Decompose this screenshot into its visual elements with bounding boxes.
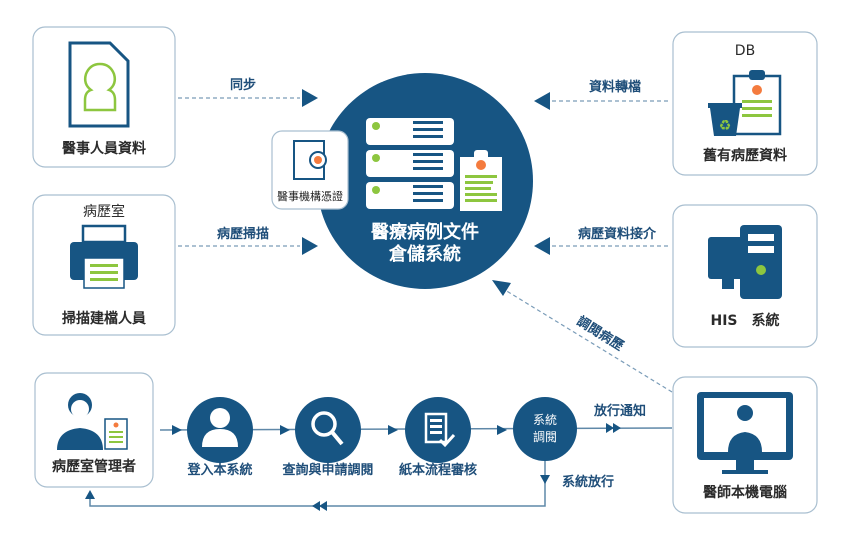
doctor-computer-box: 醫師本機電腦 (672, 376, 818, 514)
medical-staff-data-box: 醫事人員資料 (32, 26, 176, 168)
scan-label: 病歷掃描 (217, 226, 269, 242)
profile-document-icon (68, 41, 130, 128)
scanning-staff-label: 掃描建檔人員 (62, 310, 146, 327)
arrow-diagonal-icon (492, 280, 511, 296)
system-retrieve-line2: 調閱 (533, 430, 557, 444)
step-search-label: 查詢與申請調閱 (281, 462, 373, 478)
step-login[interactable]: 登入本系統 (186, 397, 253, 478)
medical-staff-label: 醫事人員資料 (62, 140, 146, 157)
central-system: 醫療病例文件 倉儲系統 (317, 73, 533, 289)
step-system-retrieve[interactable]: 系統 調閱 (513, 397, 577, 461)
data-conversion-label: 資料轉檔 (589, 79, 641, 95)
search-icon (311, 411, 344, 446)
records-manager-box: 病歷室管理者 (34, 372, 154, 488)
printer-icon (70, 224, 138, 289)
manager-label: 病歷室管理者 (52, 458, 136, 475)
certificate-label: 醫事機構憑證 (277, 189, 343, 203)
step-review[interactable]: 紙本流程審核 (399, 397, 477, 478)
his-system-box: HIS 系統 (672, 204, 818, 348)
db-header: DB (735, 43, 755, 59)
arrow-left-icon (534, 237, 550, 255)
records-room-header: 病歷室 (83, 203, 125, 220)
his-system-label: HIS 系統 (710, 312, 779, 329)
document-check-icon (424, 412, 456, 448)
system-title-line1: 醫療病例文件 (371, 221, 479, 243)
certificate-icon (293, 140, 327, 180)
arrow-left-icon (534, 92, 550, 110)
doctor-monitor-icon (697, 392, 793, 474)
scanning-staff-box: 病歷室 掃描建檔人員 (32, 194, 176, 336)
legacy-records-label: 舊有病歷資料 (703, 147, 787, 164)
step-login-label: 登入本系統 (186, 462, 252, 478)
legacy-records-box: DB ♻ 舊有病歷資料 (672, 31, 818, 176)
system-retrieve-line1: 系統 (533, 413, 557, 427)
doctor-computer-label: 醫師本機電腦 (703, 484, 787, 501)
his-interface-label: 病歷資料接介 (578, 226, 657, 242)
system-title-line2: 倉儲系統 (388, 243, 461, 265)
arrow-right-icon (302, 237, 318, 255)
system-release-label: 系統放行 (562, 474, 614, 490)
manager-icon (57, 393, 128, 450)
arrow-right-icon (302, 89, 318, 107)
user-icon (202, 408, 238, 447)
step-search[interactable]: 查詢與申請調閱 (281, 397, 374, 478)
svg-text:♻: ♻ (719, 118, 732, 134)
recycle-bin-clipboard-icon: ♻ (708, 70, 782, 136)
certificate-badge: 醫事機構憑證 (271, 130, 349, 210)
desktop-computer-icon (708, 225, 782, 299)
server-icon (366, 118, 454, 209)
release-notice-label: 放行通知 (593, 403, 646, 419)
sync-label: 同步 (230, 77, 256, 93)
step-review-label: 紙本流程審核 (399, 462, 477, 478)
clipboard-icon (460, 150, 502, 211)
